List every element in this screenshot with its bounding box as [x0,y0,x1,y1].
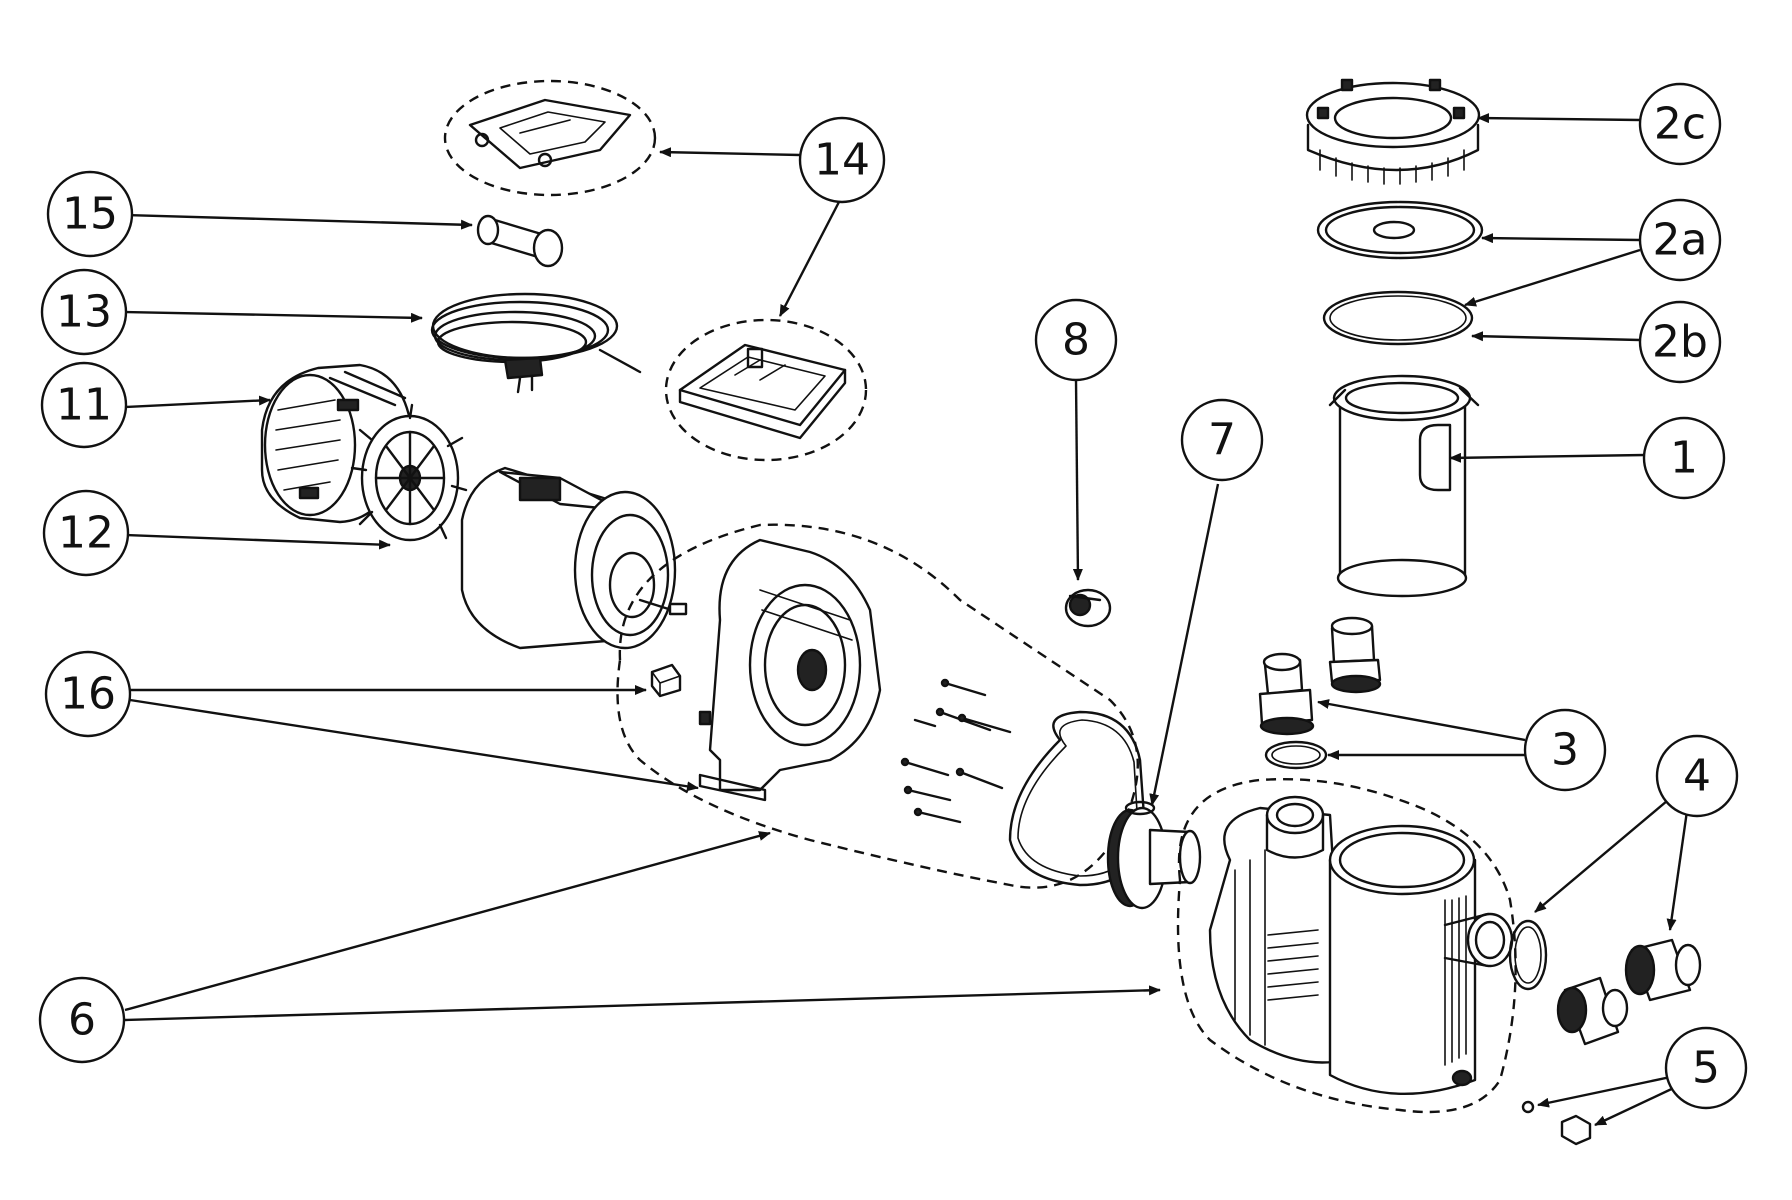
callout-5-label: 5 [1692,1043,1720,1094]
callout-2c-label: 2c [1654,99,1706,150]
callout-11: 11 [40,361,128,449]
part-2b-oring [1322,290,1474,346]
part-2c-lock-ring [1305,78,1481,185]
part-14-panel-cover [443,79,657,197]
callout-12: 12 [42,489,130,577]
callout-4: 4 [1655,734,1739,818]
part-8-shaft-seal [1064,588,1112,628]
part-3-unions [1258,616,1382,770]
callout-7: 7 [1180,398,1264,482]
callout-3-label: 3 [1551,725,1579,776]
part-screws [900,678,1012,824]
callout-15: 15 [46,170,134,258]
part-14-control-box [664,318,868,462]
callout-11-label: 11 [56,380,112,431]
callout-14: 14 [798,116,886,204]
part-12-fan [350,403,468,542]
callout-15-label: 15 [62,189,118,240]
callout-8-label: 8 [1062,315,1090,366]
callout-8: 8 [1034,298,1118,382]
callout-5: 5 [1664,1026,1748,1110]
leader-lines [124,113,1692,1127]
callout-2b: 2b [1638,300,1722,384]
part-4-fittings [1508,919,1702,1046]
part-6-pump-housing [1176,777,1517,1114]
part-1-basket [1328,374,1480,598]
callout-16-label: 16 [60,669,116,720]
callout-13: 13 [40,268,128,356]
part-7-impeller [1106,800,1202,910]
callout-2c: 2c [1638,82,1722,166]
callout-2a: 2a [1638,198,1722,282]
callout-12-label: 12 [58,508,114,559]
part-13-power-cable [430,292,642,394]
callout-1-label: 1 [1670,433,1698,484]
part-2a-lid [1316,200,1484,260]
callout-16: 16 [44,650,132,738]
callout-6-label: 6 [68,995,96,1046]
part-15-capacitor [476,214,564,268]
callout-2a-label: 2a [1653,215,1708,266]
callout-14-label: 14 [814,135,870,186]
callout-1: 1 [1642,416,1726,500]
callout-13-label: 13 [56,287,112,338]
callout-3: 3 [1523,708,1607,792]
callout-4-label: 4 [1683,751,1711,802]
part-motor [460,466,688,650]
part-5-drain-plug [1521,1100,1592,1146]
callout-7-label: 7 [1208,415,1236,466]
part-6-seal-plate [616,523,1139,889]
callout-2b-label: 2b [1652,317,1708,368]
part-16-key [650,663,682,698]
callout-6: 6 [38,976,126,1064]
